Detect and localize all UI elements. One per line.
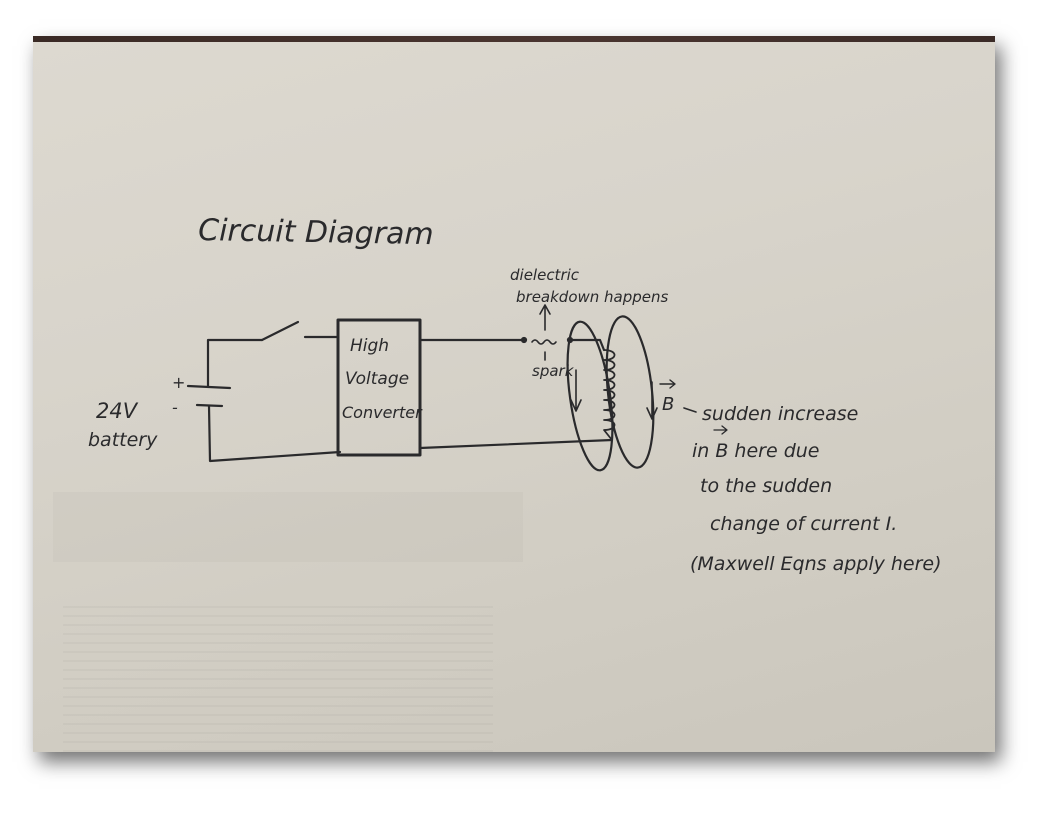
wire-top-left — [206, 338, 264, 388]
converter-label-line1: High — [350, 336, 389, 356]
converter-box — [336, 318, 422, 457]
solenoid-coil — [603, 349, 616, 441]
annotation-b-arrow — [713, 425, 728, 435]
battery-long-plate — [186, 384, 232, 390]
show-through-text — [63, 602, 493, 752]
annotation-dash — [683, 407, 697, 413]
paper-photo — [33, 36, 995, 752]
switch-blade — [260, 320, 300, 342]
annotation-line5: (Maxwell Eqns apply here) — [690, 553, 942, 575]
converter-label-line2: Voltage — [345, 369, 409, 389]
annotation-line4: change of current I. — [710, 513, 897, 535]
field-loop-left — [566, 320, 614, 472]
note-arrow — [539, 304, 551, 331]
battery-minus: - — [172, 398, 178, 417]
flux-arrow-right — [646, 381, 658, 420]
battery-label: battery — [88, 429, 158, 451]
show-through-shadow — [53, 492, 523, 562]
annotation-line1: sudden increase — [702, 403, 858, 425]
annotation-line2: in B here due — [692, 440, 820, 462]
title-text: Circuit Diagram — [198, 213, 434, 252]
paper-sheet — [33, 42, 995, 752]
converter-label-line3: Converter — [342, 403, 423, 422]
b-vector-arrow — [659, 379, 676, 389]
wire-converter-to-coil — [418, 438, 614, 450]
spark-electrode-left — [520, 336, 528, 344]
spark-squiggle — [531, 339, 557, 345]
battery-voltage-label: 24V — [96, 399, 139, 423]
b-field-label: B — [662, 394, 674, 415]
wire-bottom-left — [207, 404, 342, 463]
spark-note-line1: dielectric — [510, 266, 580, 284]
spark-note-line2: breakdown happens — [516, 288, 669, 306]
wire-gap-to-coil — [568, 338, 606, 352]
spark-label: spark — [532, 362, 575, 380]
annotation-line3: to the sudden — [700, 475, 832, 497]
battery-plus: + — [172, 373, 185, 392]
flux-arrow-left — [570, 369, 582, 412]
